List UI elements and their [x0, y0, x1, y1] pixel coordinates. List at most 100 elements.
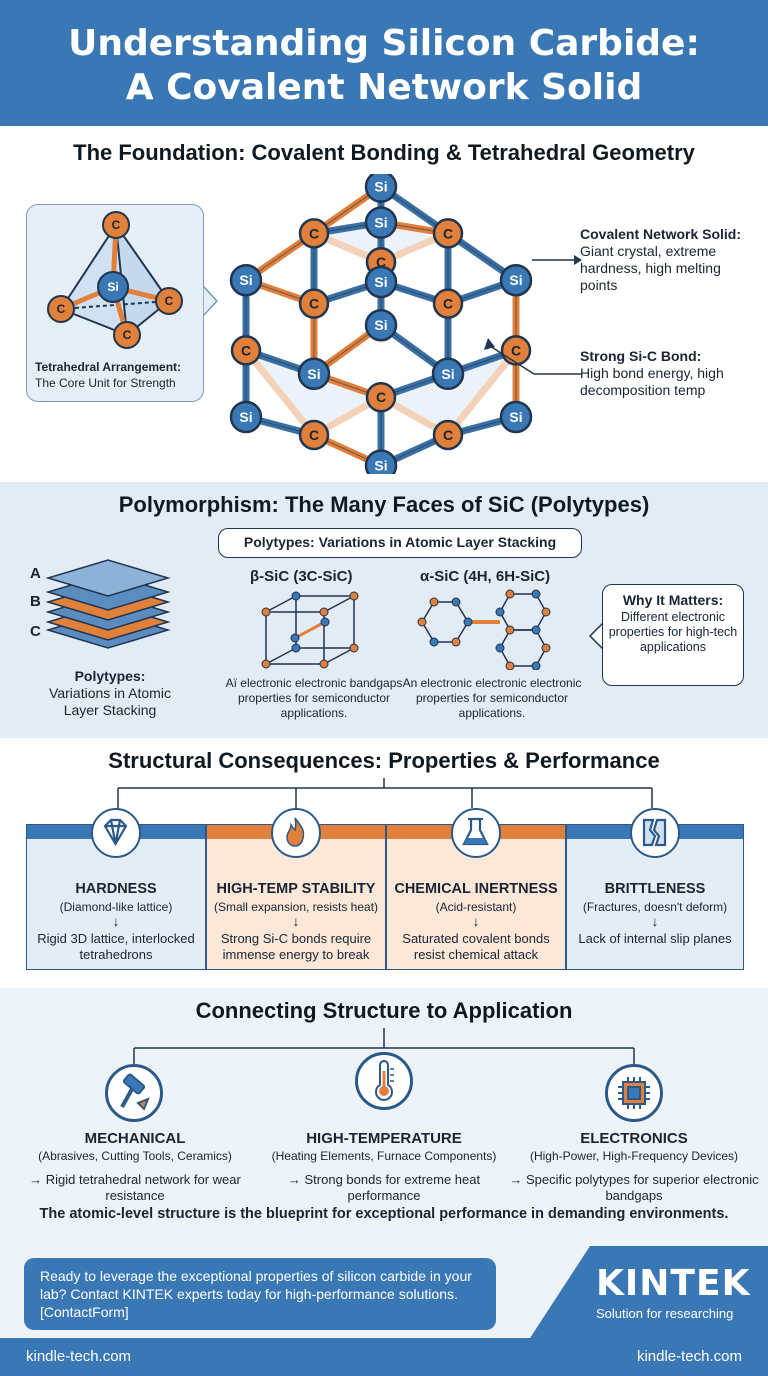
carbon-atom: C — [365, 381, 397, 413]
svg-text:Si: Si — [239, 409, 252, 425]
note-sic-bond: Strong Si-C Bond: High bond energy, high… — [580, 348, 724, 398]
svg-text:C: C — [443, 296, 453, 312]
svg-text:C: C — [443, 225, 453, 241]
title-line-1: Understanding Silicon Carbide: — [68, 23, 700, 64]
silicon-atom: Si — [431, 357, 465, 391]
svg-text:Si: Si — [374, 215, 387, 231]
flask-icon — [451, 808, 501, 858]
svg-text:Si: Si — [374, 317, 387, 333]
footer-link-left[interactable]: kindle-tech.com — [26, 1348, 132, 1365]
svg-text:C: C — [376, 254, 386, 270]
svg-text:C: C — [511, 342, 521, 358]
beta-sic-desc: Aï electronic electronic bandgaps proper… — [225, 676, 403, 720]
tetra-atoms — [47, 211, 183, 349]
svg-text:C: C — [309, 225, 319, 241]
app-electronics-sub: (High-Power, High-Frequency Devices) — [529, 1149, 739, 1163]
contact-cta[interactable]: Ready to leverage the exceptional proper… — [24, 1258, 496, 1330]
app-high-temp-title: HIGH-TEMPERATURE — [306, 1130, 462, 1147]
svg-text:Si: Si — [509, 409, 522, 425]
diamond-icon — [91, 808, 141, 858]
svg-text:C: C — [241, 342, 251, 358]
svg-text:Si: Si — [509, 272, 522, 288]
chip-icon — [605, 1064, 663, 1122]
silicon-atom: Si — [229, 263, 263, 297]
flame-icon — [271, 808, 321, 858]
alpha-sic-hex-cells — [417, 589, 551, 670]
app-electronics-title: ELECTRONICS — [580, 1130, 688, 1147]
lattice-note-arrows — [484, 255, 582, 375]
carbon-atom: C — [432, 218, 464, 249]
properties-section: Structural Consequences: Properties & Pe… — [0, 738, 768, 988]
tetra-callout-pointer — [203, 286, 219, 316]
svg-text:C: C — [309, 296, 319, 312]
silicon-atom: Si — [297, 357, 331, 391]
applications-connector — [133, 1028, 635, 1064]
tetrahedron-diagram: C C C C Si — [47, 211, 183, 349]
layer-label-a: A — [30, 565, 41, 582]
app-high-temp-result: → Strong bonds for extreme heat performa… — [287, 1172, 481, 1203]
svg-text:Si: Si — [374, 274, 387, 290]
layer-stack-diagram: A B C — [30, 559, 171, 649]
svg-text:Si: Si — [374, 458, 387, 474]
silicon-atom: Si — [499, 263, 533, 297]
applications-section: Connecting Structure to Application MECH… — [0, 988, 768, 1338]
svg-text:Si: Si — [107, 280, 118, 294]
kintek-tagline: Solution for researching — [596, 1306, 734, 1321]
svg-text:Si: Si — [307, 366, 320, 382]
layer-label-b: B — [30, 593, 41, 610]
svg-text:Si: Si — [374, 179, 387, 195]
title-line-2: A Covalent Network Solid — [125, 67, 643, 108]
hammer-icon — [105, 1064, 163, 1122]
svg-text:Si: Si — [239, 272, 252, 288]
foundation-title: The Foundation: Covalent Bonding & Tetra… — [73, 140, 695, 165]
carbon-atom: C — [432, 288, 464, 319]
carbon-atom: C — [230, 335, 262, 366]
why-it-matters-box: Why It Matters: Different electronic pro… — [602, 584, 744, 686]
svg-text:C: C — [443, 427, 453, 443]
tetra-caption: Tetrahedral Arrangement: The Core Unit f… — [35, 360, 182, 390]
svg-text:C: C — [165, 294, 174, 308]
app-mechanical-result: → Rigid tetrahedral network for wear res… — [29, 1172, 241, 1203]
note-covalent-network: Covalent Network Solid: Giant crystal, e… — [580, 226, 742, 293]
svg-text:Si: Si — [441, 366, 454, 382]
layer-label-c: C — [30, 623, 41, 640]
silicon-atom: Si — [364, 174, 398, 203]
carbon-atom: C — [432, 419, 464, 451]
page-footer: kindle-tech.com kindle-tech.com — [0, 1338, 768, 1376]
polytypes-pill: Polytypes: Variations in Atomic Layer St… — [218, 528, 582, 558]
page-title: Understanding Silicon Carbide: A Covalen… — [0, 22, 768, 110]
property-card-chemical: CHEMICAL INERTNESS (Acid-resistant) ↓ Sa… — [386, 824, 566, 970]
app-high-temp-sub: (Heating Elements, Furnace Components) — [271, 1149, 497, 1163]
silicon-atom: Si — [229, 400, 263, 434]
carbon-atom: C — [298, 419, 330, 451]
brand-panel — [530, 1246, 768, 1338]
properties-connector — [117, 778, 653, 808]
silicon-atom: Si — [364, 206, 398, 239]
alpha-sic-name: α-SiC (4H, 6H-SiC) — [420, 568, 551, 585]
svg-text:C: C — [112, 218, 121, 232]
silicon-atom: Si — [364, 308, 398, 342]
svg-text:C: C — [57, 302, 66, 316]
svg-text:C: C — [123, 328, 132, 342]
kintek-logo: KINTEK — [596, 1263, 751, 1304]
polymorphism-title: Polymorphism: The Many Faces of SiC (Pol… — [118, 492, 650, 517]
page-header: Understanding Silicon Carbide: A Covalen… — [0, 0, 768, 126]
applications-title: Connecting Structure to Application — [195, 998, 573, 1023]
properties-title: Structural Consequences: Properties & Pe… — [108, 748, 660, 773]
beta-sic-name: β-SiC (3C-SiC) — [250, 568, 353, 585]
foundation-section: The Foundation: Covalent Bonding & Tetra… — [0, 126, 768, 482]
why-callout-pointer — [588, 622, 604, 650]
layer-stack-caption: Polytypes: Variations in Atomic Layer St… — [49, 668, 171, 718]
blueprint-statement: The atomic-level structure is the bluepr… — [39, 1206, 729, 1222]
carbon-atom: C — [298, 218, 330, 249]
app-mechanical-sub: (Abrasives, Cutting Tools, Ceramics) — [38, 1149, 232, 1163]
footer-link-right[interactable]: kindle-tech.com — [636, 1348, 742, 1365]
beta-sic-cubic-cell — [261, 591, 359, 669]
fracture-icon — [630, 808, 680, 858]
svg-text:C: C — [309, 427, 319, 443]
thermometer-icon — [355, 1052, 413, 1110]
silicon-atom: Si — [499, 400, 533, 434]
svg-text:C: C — [376, 389, 386, 405]
alpha-sic-desc: An electronic electronic electronic prop… — [402, 676, 582, 720]
